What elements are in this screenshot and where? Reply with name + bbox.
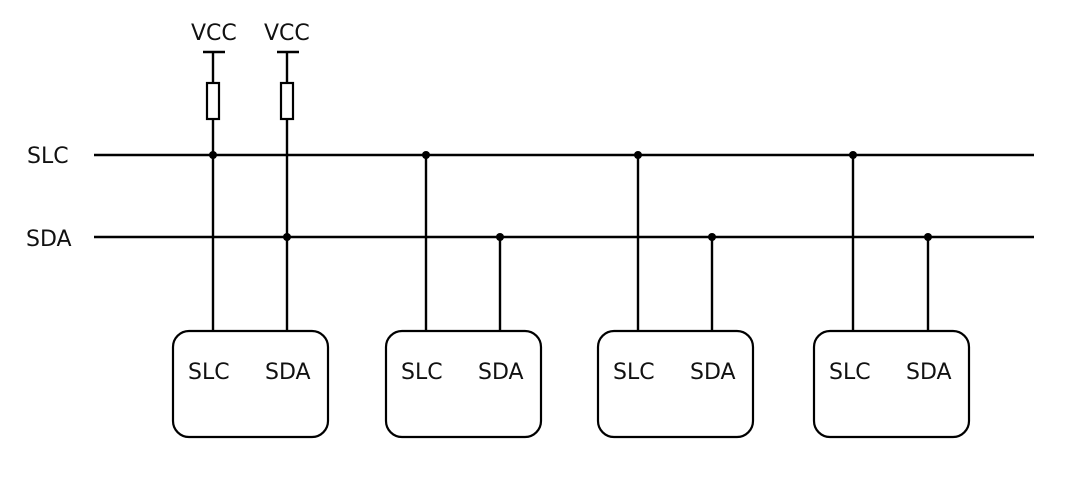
junction-dot	[849, 151, 857, 159]
bus-label-sda: SDA	[26, 227, 72, 252]
device-3-sda-pin: SDA	[690, 360, 736, 385]
junction-dot	[209, 151, 217, 159]
device-2-box	[384, 329, 543, 439]
junction-dot	[422, 151, 430, 159]
device-4-sda-pin: SDA	[906, 360, 952, 385]
vcc-label-1: VCC	[191, 21, 237, 46]
junction-dot	[708, 233, 716, 241]
device-1: SLC SDA	[171, 151, 330, 439]
junction-dot	[496, 233, 504, 241]
device-2: SLC SDA	[384, 151, 543, 439]
junction-dot	[634, 151, 642, 159]
bus-label-slc: SLC	[27, 144, 69, 169]
pull-up-resistor-slc	[203, 50, 225, 155]
junction-dot	[924, 233, 932, 241]
device-3-box	[596, 329, 755, 439]
device-2-sda-pin: SDA	[478, 360, 524, 385]
device-2-slc-pin: SLC	[401, 360, 443, 385]
device-1-slc-pin: SLC	[188, 360, 230, 385]
resistor-2	[279, 81, 295, 121]
device-1-sda-pin: SDA	[265, 360, 311, 385]
device-1-box	[171, 329, 330, 439]
device-3: SLC SDA	[596, 151, 755, 439]
device-4: SLC SDA	[812, 151, 971, 439]
junction-dot	[283, 233, 291, 241]
vcc-label-2: VCC	[264, 21, 310, 46]
device-4-slc-pin: SLC	[829, 360, 871, 385]
resistor-1	[205, 81, 221, 121]
device-3-slc-pin: SLC	[613, 360, 655, 385]
device-4-box	[812, 329, 971, 439]
pull-up-resistor-sda	[277, 50, 299, 237]
